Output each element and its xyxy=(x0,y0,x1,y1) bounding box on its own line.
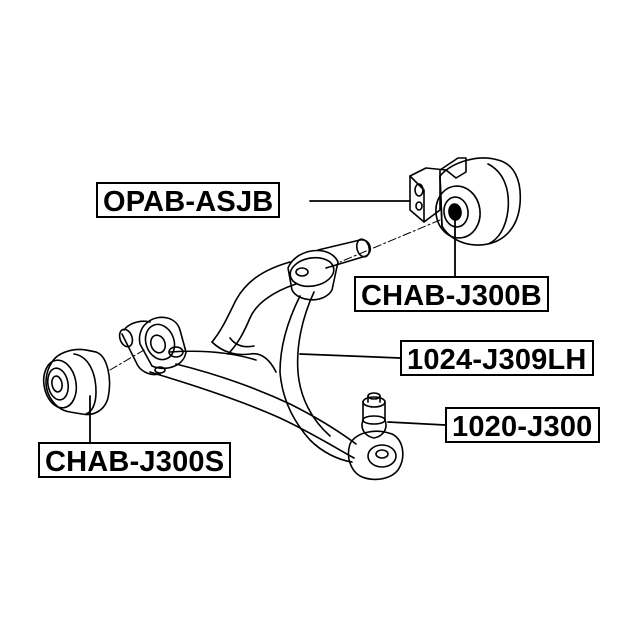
leader-lines xyxy=(89,200,456,443)
part-label-chab-j300b: CHAB-J300B xyxy=(354,276,549,312)
front-bushing xyxy=(42,348,111,416)
rear-bushing xyxy=(409,157,522,246)
ball-joint xyxy=(361,392,387,439)
part-label-1020-j300: 1020-J300 xyxy=(445,407,600,443)
control-arm xyxy=(118,238,404,481)
part-label-opab-asjb: OPAB-ASJB xyxy=(96,182,281,218)
part-label-1024-j309lh: 1024-J309LH xyxy=(400,340,594,376)
part-label-chab-j300s: CHAB-J300S xyxy=(38,442,232,478)
